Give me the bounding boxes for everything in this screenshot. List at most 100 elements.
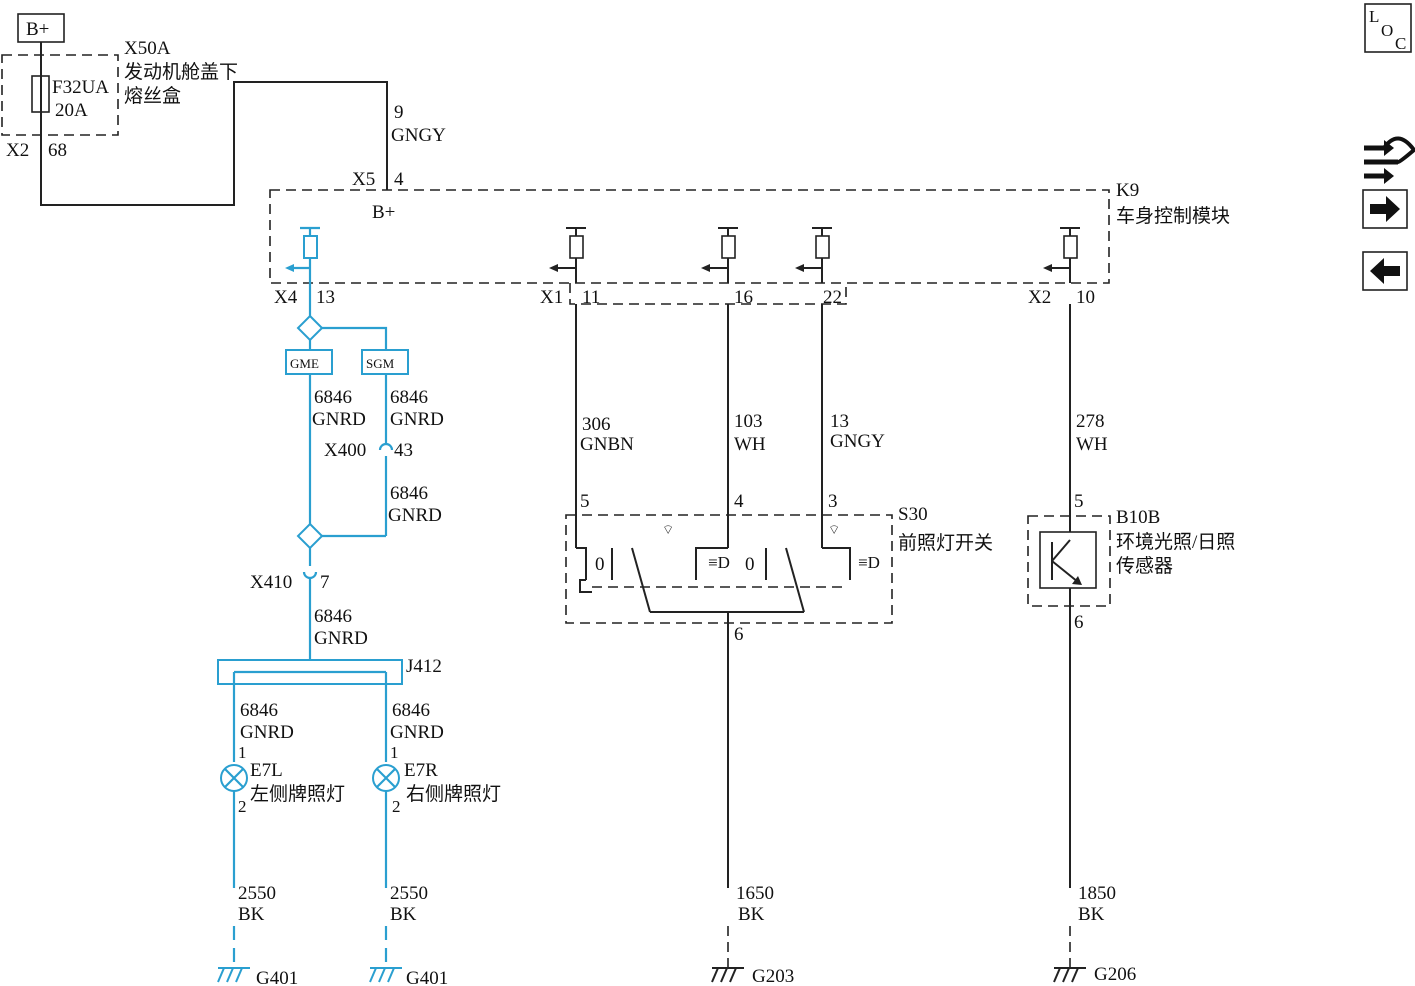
svg-text:⌔: ⌔ — [828, 522, 840, 537]
gme-tag-label: GME — [290, 356, 319, 371]
sgm-wire-color: GNRD — [390, 409, 444, 430]
sw5-wire-circuit: 306 — [582, 414, 611, 435]
x410-conn-label: X410 — [250, 572, 292, 593]
left-lamp-id: E7L — [250, 760, 283, 781]
ground-g401a-label: G401 — [256, 968, 298, 986]
bcm-supply-label: B+ — [372, 202, 395, 223]
power-source: B+ — [17, 13, 65, 43]
switch-pin-3: 3 — [828, 491, 838, 512]
sensor-pin-top: 5 — [1074, 491, 1084, 512]
fuse-id: F32UA — [52, 77, 109, 98]
supply-wire-circuit: 9 — [394, 102, 404, 123]
bcm-id: K9 — [1116, 180, 1139, 201]
fuse-f32ua: F32UA 20A — [31, 75, 109, 121]
ground-g203-color: BK — [738, 904, 765, 925]
bcm-output-x1-11 — [549, 227, 586, 283]
sensor-name-1: 环境光照/日照 — [1116, 531, 1235, 553]
splice-bottom — [296, 522, 324, 550]
right-lamp-name: 右侧牌照灯 — [406, 783, 501, 805]
power-source-label: B+ — [26, 19, 49, 40]
arrow-left-icon[interactable] — [1362, 251, 1408, 291]
j412-wire-circuit: 6846 — [314, 606, 352, 627]
sw3-wire-circuit: 13 — [830, 411, 849, 432]
ground-g401b-circuit: 2550 — [390, 883, 428, 904]
x410-pin-label: 7 — [320, 572, 330, 593]
gme-tag: GME — [285, 349, 333, 375]
loc-button[interactable]: L O C — [1364, 3, 1412, 53]
switch-ground-pin: 6 — [734, 624, 744, 645]
headlamp-icon: ≡D — [708, 553, 730, 572]
ground-g203-label: G203 — [752, 966, 794, 986]
left-lamp-name: 左侧牌照灯 — [250, 783, 345, 805]
sensor-name-2: 传感器 — [1116, 555, 1173, 577]
fuse-box: X50A 发动机舱盖下 熔丝盒 — [1, 38, 238, 136]
loc-letter-l: L — [1369, 7, 1379, 26]
ground-g206: G206 — [1053, 964, 1136, 985]
bcm-output-16 — [701, 227, 738, 283]
right-lamp-circuit: 6846 — [392, 700, 430, 721]
parking-lamp-icon-2: ⌔ — [828, 522, 840, 537]
fuse-connector: X2 — [6, 140, 29, 161]
fuse-rating: 20A — [55, 100, 88, 121]
bcm-pin-16: 16 — [734, 287, 753, 308]
right-license-lamp: 1 E7R 右侧牌照灯 2 — [372, 743, 501, 816]
sw3-wire-color: GNGY — [830, 431, 885, 452]
bcm-pin-10: 10 — [1076, 287, 1095, 308]
svg-text:⌔: ⌔ — [662, 522, 674, 537]
ground-g401-left: G401 — [217, 967, 298, 986]
x410-connector — [302, 571, 318, 580]
fuse-box-id: X50A — [124, 38, 171, 59]
ground-g401a-color: BK — [238, 904, 265, 925]
ground-g203-circuit: 1650 — [736, 883, 774, 904]
bcm-pin-conn-x2: X2 — [1028, 287, 1051, 308]
fuse-box-name-2: 熔丝盒 — [124, 85, 181, 107]
bcm-pin-11: 11 — [582, 287, 600, 308]
bcm-name: 车身控制模块 — [1116, 205, 1230, 227]
sw4-wire-circuit: 103 — [734, 411, 763, 432]
switch-pos-off-1: 0 — [595, 554, 605, 575]
left-lamp-pin-top: 1 — [238, 743, 247, 762]
headlamp-switch: 5 4 3 S30 前照灯开关 0 0 ⌔ ≡D ⌔ ≡D — [565, 491, 993, 624]
j412-wire-color: GNRD — [314, 628, 368, 649]
right-lamp-color: GNRD — [390, 722, 444, 743]
bcm-pin-conn-x1: X1 — [540, 287, 563, 308]
ground-g401a-circuit: 2550 — [238, 883, 276, 904]
ground-g206-label: G206 — [1094, 964, 1136, 985]
right-lamp-pin-top: 1 — [390, 743, 399, 762]
x400-pin-label: 43 — [394, 440, 413, 461]
sgm-wire-circuit: 6846 — [390, 387, 428, 408]
ground-g401b-label: G401 — [406, 968, 448, 986]
supply-wire-color: GNGY — [391, 125, 446, 146]
route-icon[interactable] — [1364, 136, 1415, 184]
left-license-lamp: 1 E7L 左侧牌照灯 2 — [220, 743, 345, 816]
bcm-pin-22: 22 — [823, 287, 842, 308]
bcm-output-22 — [795, 227, 832, 283]
parking-lamp-icon: ⌔ — [662, 522, 674, 537]
headlamp-icon-2: ≡D — [858, 553, 880, 572]
sgm-lower-color: GNRD — [388, 505, 442, 526]
bcm-output-x2-10 — [1043, 227, 1080, 283]
ground-g206-color: BK — [1078, 904, 1105, 925]
right-lamp-id: E7R — [404, 760, 438, 781]
sensor-pin-bottom: 6 — [1074, 612, 1084, 633]
fuse-box-name-1: 发动机舱盖下 — [124, 61, 238, 83]
switch-name: 前照灯开关 — [898, 532, 993, 554]
j412-splice-bar: J412 — [217, 656, 442, 685]
sensor-wire-circuit: 278 — [1076, 411, 1105, 432]
x400-conn-label: X400 — [324, 440, 366, 461]
bcm-supply-pin: 4 — [394, 169, 404, 190]
gme-wire-circuit: 6846 — [314, 387, 352, 408]
bcm-pin-conn-x4: X4 — [274, 287, 298, 308]
switch-pos-off-2: 0 — [745, 554, 755, 575]
arrow-right-icon[interactable] — [1362, 189, 1408, 229]
bcm-pin-13: 13 — [316, 287, 335, 308]
body-control-module: K9 车身控制模块 X5 4 B+ — [269, 169, 1230, 284]
ground-g401-right: G401 — [369, 967, 448, 986]
j412-label: J412 — [406, 656, 442, 677]
svg-text:≡D: ≡D — [858, 553, 880, 572]
x1-connector-bracket — [569, 283, 847, 305]
splice-top — [296, 314, 324, 342]
sgm-tag: SGM — [361, 349, 409, 375]
sgm-tag-label: SGM — [366, 356, 395, 371]
left-lamp-pin-bottom: 2 — [238, 797, 247, 816]
